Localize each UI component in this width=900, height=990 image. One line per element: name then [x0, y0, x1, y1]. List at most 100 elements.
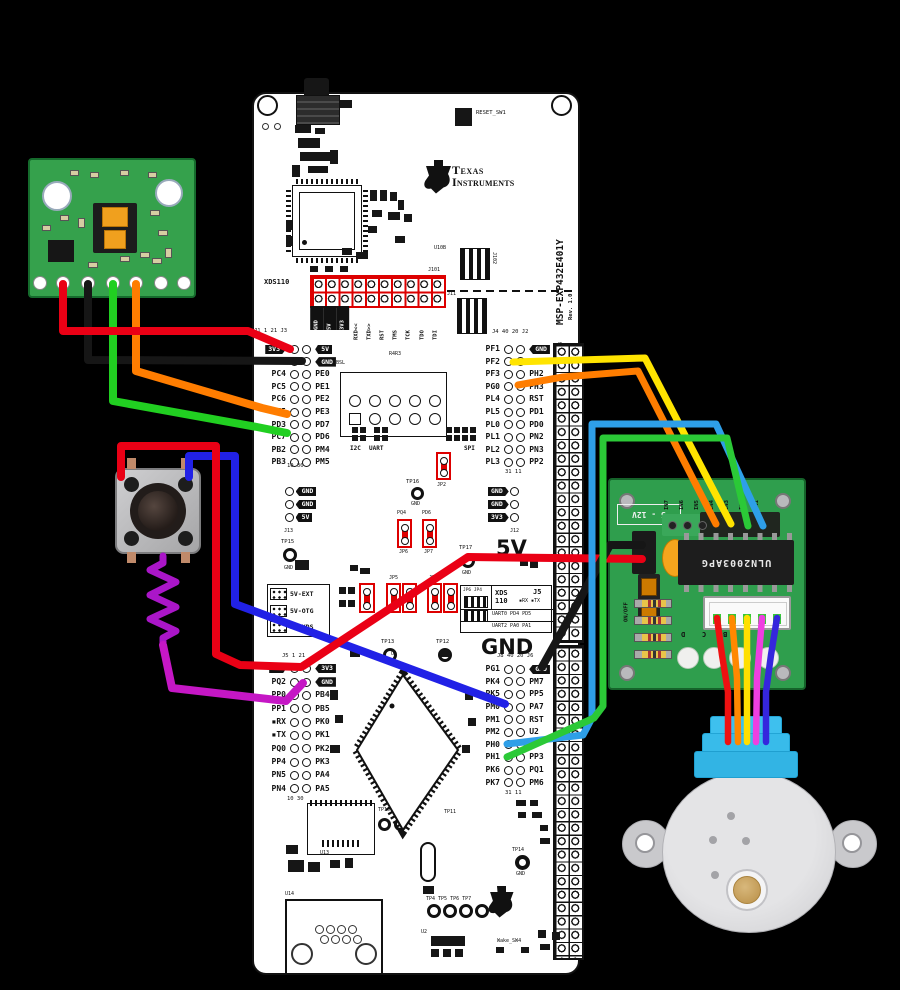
pin-hole[interactable]	[515, 457, 525, 467]
uln-in-hole[interactable]	[698, 521, 707, 530]
tp6[interactable]	[459, 904, 473, 918]
pin-hole[interactable]	[301, 717, 311, 727]
uln-in-hole[interactable]	[668, 521, 677, 530]
pin-hole[interactable]	[515, 702, 525, 712]
boosterpack-socket-bottom[interactable]	[553, 645, 584, 960]
pin-hole[interactable]	[510, 513, 520, 522]
pin-hole[interactable]	[504, 369, 514, 379]
pin-hole[interactable]	[504, 420, 514, 430]
wire-motor-blue[interactable]	[762, 614, 781, 746]
wire-resistor-gnd-magenta[interactable]	[159, 641, 307, 705]
power-jumper[interactable]	[427, 583, 442, 613]
pin-hole[interactable]	[301, 407, 311, 417]
jumper-jp7[interactable]	[422, 519, 437, 548]
boosterpack-socket-top[interactable]	[553, 343, 584, 643]
pin-hole[interactable]	[504, 715, 514, 725]
wire-sensor-green[interactable]	[109, 280, 291, 437]
jumper-jp6[interactable]	[397, 519, 412, 548]
pin-hole[interactable]	[504, 778, 514, 788]
pin-hole[interactable]	[515, 778, 525, 788]
pin-hole[interactable]	[515, 445, 525, 455]
pin-hole[interactable]	[504, 727, 514, 737]
wire-in3-yellow[interactable]	[509, 354, 735, 528]
wire-in2-green[interactable]	[503, 434, 752, 761]
pin-hole[interactable]	[290, 744, 300, 754]
wire-sensor-vin-red[interactable]	[59, 280, 294, 353]
pin-hole[interactable]	[301, 394, 311, 404]
wire-button-blue[interactable]	[185, 452, 509, 708]
pin-hole[interactable]	[515, 432, 525, 442]
pin-hole[interactable]	[290, 730, 300, 740]
pin-hole[interactable]	[290, 457, 300, 467]
pin-hole[interactable]	[515, 727, 525, 737]
pin-hole[interactable]	[285, 500, 295, 509]
pin-hole[interactable]	[290, 407, 300, 417]
uln-in-hole[interactable]	[683, 521, 692, 530]
tp4[interactable]	[427, 904, 441, 918]
pin-hole[interactable]	[504, 765, 514, 775]
uln-power-connector[interactable]	[632, 531, 656, 574]
pin-hole[interactable]	[290, 420, 300, 430]
pin-hole[interactable]	[290, 717, 300, 727]
pin-hole[interactable]	[369, 413, 381, 425]
uln-chip[interactable]: ULN2003APG	[678, 540, 794, 585]
pin-hole[interactable]	[290, 432, 300, 442]
pin-hole[interactable]	[290, 770, 300, 780]
wire-power-gnd-black[interactable]	[538, 541, 646, 671]
sensor-pin[interactable]	[177, 276, 191, 290]
pin-hole[interactable]	[515, 677, 525, 687]
pin-hole[interactable]	[290, 704, 300, 714]
reset-switch[interactable]	[455, 108, 472, 126]
pin-hole[interactable]	[515, 715, 525, 725]
pin-hole[interactable]	[504, 664, 514, 674]
pin-hole[interactable]	[504, 432, 514, 442]
pin-hole[interactable]	[409, 395, 421, 407]
debug-header-j101[interactable]	[310, 275, 446, 308]
pin-hole[interactable]	[290, 757, 300, 767]
pin-hole[interactable]	[429, 413, 441, 425]
pin-hole[interactable]	[349, 395, 361, 407]
pin-hole[interactable]	[301, 690, 311, 700]
pin-hole[interactable]	[369, 395, 381, 407]
pin-hole[interactable]	[504, 344, 514, 354]
wake-switch[interactable]	[521, 947, 529, 953]
pin-hole[interactable]	[290, 369, 300, 379]
sensor-pin[interactable]	[33, 276, 47, 290]
pin-hole[interactable]	[409, 413, 421, 425]
pin-hole[interactable]	[301, 420, 311, 430]
pin-hole[interactable]	[504, 457, 514, 467]
pin-hole[interactable]	[515, 420, 525, 430]
pin-hole[interactable]	[429, 395, 441, 407]
wire-power-5v-red[interactable]	[299, 553, 646, 670]
wire-motor-red[interactable]	[713, 614, 732, 746]
pin-hole[interactable]	[301, 382, 311, 392]
tp7[interactable]	[475, 904, 489, 918]
tp16[interactable]	[411, 487, 424, 500]
wire-in4-orange[interactable]	[514, 367, 720, 528]
pin-hole[interactable]	[290, 394, 300, 404]
pin-hole[interactable]	[389, 413, 401, 425]
wire-sensor-gnd-black[interactable]	[84, 280, 306, 365]
pin-hole[interactable]	[301, 744, 311, 754]
wire-motor-orange[interactable]	[728, 614, 742, 746]
pin-hole-square[interactable]	[349, 413, 361, 425]
pin-hole[interactable]	[290, 445, 300, 455]
tp10[interactable]	[378, 818, 391, 831]
wire-resistor-body[interactable]	[146, 552, 180, 649]
pin-hole[interactable]	[504, 407, 514, 417]
wire-motor-pink[interactable]	[752, 614, 766, 746]
pin-hole[interactable]	[515, 765, 525, 775]
pin-hole[interactable]	[285, 513, 295, 522]
tp14[interactable]	[515, 855, 530, 870]
pin-hole[interactable]	[301, 445, 311, 455]
pin-hole[interactable]	[389, 395, 401, 407]
pin-hole[interactable]	[515, 407, 525, 417]
pin-hole[interactable]	[504, 689, 514, 699]
pin-hole[interactable]	[290, 784, 300, 794]
pin-hole[interactable]	[515, 394, 525, 404]
wake-switch[interactable]	[496, 947, 504, 953]
pin-hole[interactable]	[301, 344, 311, 354]
uln-onoff-jumper[interactable]	[638, 574, 660, 622]
wire-button-red[interactable]	[117, 442, 305, 671]
pin-hole[interactable]	[290, 382, 300, 392]
